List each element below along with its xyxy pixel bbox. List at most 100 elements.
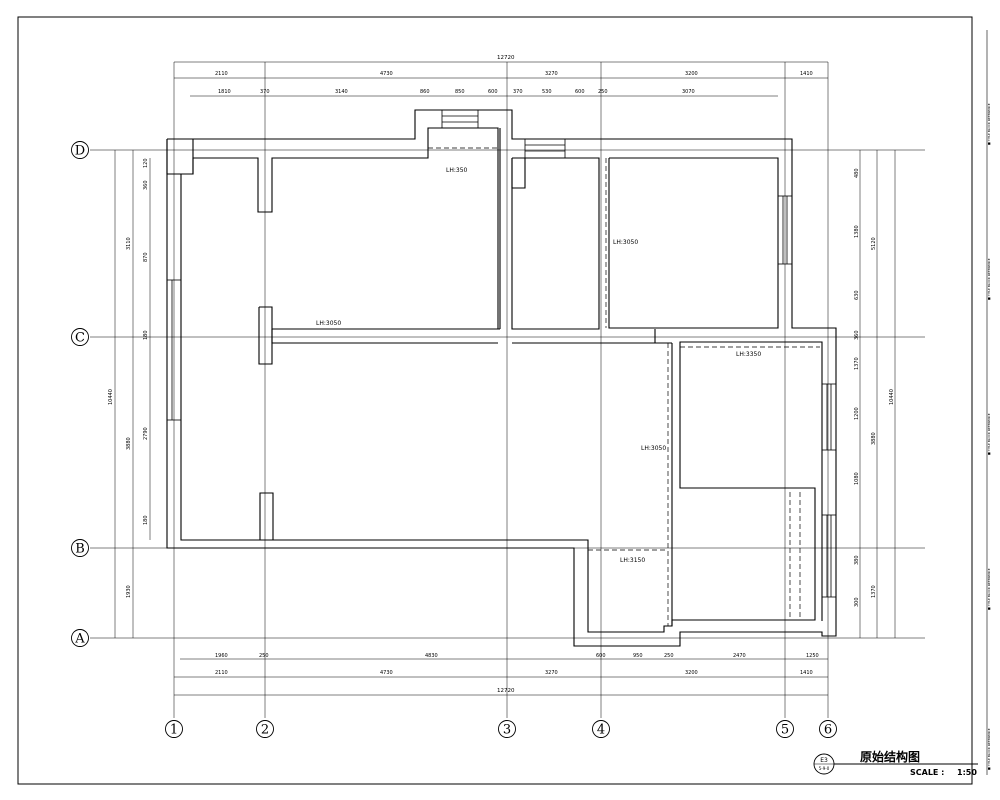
beam-lines [272,147,820,626]
dimension-text: 3200 [685,71,698,77]
dimension-text: 120 [143,158,149,168]
dimension-text: 870 [143,252,149,262]
dimension-text: 600 [575,89,585,95]
axis-bubbles-bottom: 1 2 3 4 5 6 [165,720,837,738]
side-note: ■ TITLE BLOCK REFERENCE [987,413,991,455]
dimension-text: 3880 [871,432,877,445]
room-height-label: LH:3050 [613,239,638,246]
dimension-text: 1810 [218,89,231,95]
dimension-text: 4730 [380,670,393,676]
dimension-text: 2790 [143,427,149,440]
dimension-text: 1250 [806,653,819,659]
dimension-text: 630 [854,290,860,300]
dimension-text: 1370 [854,357,860,370]
dimension-text: 10440 [889,389,895,405]
dimension-text: 3270 [545,670,558,676]
dimension-text: 4830 [425,653,438,659]
dimension-text: 2470 [733,653,746,659]
side-note: ■ TITLE BLOCK REFERENCE [987,728,991,770]
dimension-text: 12720 [497,55,515,61]
side-note: ■ TITLE BLOCK REFERENCE [987,258,991,300]
dimension-text: 1370 [871,585,877,598]
title-block: E3 5-9-0 原始结构图 SCALE : 1:50 [813,749,978,777]
dimension-text: 380 [854,555,860,565]
axis-label-6: 6 [824,723,832,738]
dimension-text: 180 [143,515,149,525]
room-height-label: LH:3050 [316,320,341,327]
right-dimensions [859,150,896,638]
dimension-text: 860 [420,89,430,95]
dimension-text: 530 [542,89,552,95]
dimension-text: 2110 [215,71,228,77]
dimension-text: 2110 [215,670,228,676]
dimension-text: 850 [455,89,465,95]
dimension-text: 360 [854,330,860,340]
dimension-text: 3110 [126,237,132,250]
right-dimension-texts: 10440 5120 3880 1370 480 1380 630 360 13… [854,168,895,607]
dimension-text: 1410 [800,670,813,676]
dimension-text: 480 [854,168,860,178]
room-height-label: LH:3150 [620,557,645,564]
side-note: ■ TITLE BLOCK REFERENCE [987,568,991,610]
room-height-label: LH:350 [446,167,468,174]
drawing-title: 原始结构图 [860,749,920,764]
dimension-text: 1080 [854,472,860,485]
sheet-number: E3 [820,757,828,764]
side-note: ■ TITLE BLOCK REFERENCE [987,103,991,145]
scale-label: SCALE : [910,768,944,777]
axis-bubbles-left: D C B A [71,141,89,647]
dimension-text: 12720 [497,688,515,694]
top-dimensions [174,61,828,97]
top-row2-dimensions: 1810 370 3140 860 850 600 370 530 600 25… [218,89,695,95]
side-note-list: ■ TITLE BLOCK REFERENCE ■ TITLE BLOCK RE… [987,103,991,770]
axis-label-b: B [75,542,85,557]
dimension-text: 600 [488,89,498,95]
dimension-text: 10440 [108,389,114,405]
dimension-text: 600 [596,653,606,659]
windows [166,109,837,598]
bottom-dimensions [174,658,828,696]
top-total-dimension: 12720 [497,55,515,61]
dimension-text: 1410 [800,71,813,77]
dimension-text: 1200 [854,407,860,420]
sheet-sub-number: 5-9-0 [819,766,830,771]
left-dimension-texts: 10440 3110 3880 1930 120 360 870 180 279… [108,158,149,598]
dimension-text: 1960 [215,653,228,659]
axis-label-4: 4 [597,723,605,738]
bottom-row2-dimensions: 1960 250 4830 600 950 250 2470 1250 [215,653,819,659]
dimension-text: 1380 [854,225,860,238]
dimension-text: 250 [664,653,674,659]
dimension-text: 3070 [682,89,695,95]
axis-label-1: 1 [170,723,178,738]
bottom-row1-dimensions: 2110 4730 3270 3200 1410 [215,670,813,676]
room-height-label: LH:3050 [641,445,666,452]
room-height-label: LH:3350 [736,351,761,358]
axis-label-d: D [75,144,85,159]
dimension-text: 1930 [126,585,132,598]
dimension-text: 950 [633,653,643,659]
dimension-text: 360 [143,180,149,190]
dimension-text: 3200 [685,670,698,676]
dimension-text: 370 [513,89,523,95]
axis-label-2: 2 [261,723,269,738]
dimension-text: 3140 [335,89,348,95]
scale-value: 1:50 [957,768,977,777]
room-labels: LH:350 LH:3050 LH:3050 LH:3050 LH:3350 L… [316,167,761,564]
dimension-text: 250 [598,89,608,95]
left-dimensions [114,150,151,638]
top-row1-dimensions: 2110 4730 3270 3200 1410 [215,71,813,77]
axis-label-c: C [75,331,85,346]
dimension-text: 4730 [380,71,393,77]
dimension-text: 370 [260,89,270,95]
axis-label-a: A [74,632,85,647]
walls [166,109,837,647]
bottom-total-dimension: 12720 [497,688,515,694]
grid-axis-lines [90,62,925,718]
dimension-text: 3880 [126,437,132,450]
axis-label-5: 5 [781,723,789,738]
dimension-text: 3270 [545,71,558,77]
drawing-frame [17,16,973,785]
dimension-text: 300 [854,597,860,607]
axis-label-3: 3 [503,723,511,738]
